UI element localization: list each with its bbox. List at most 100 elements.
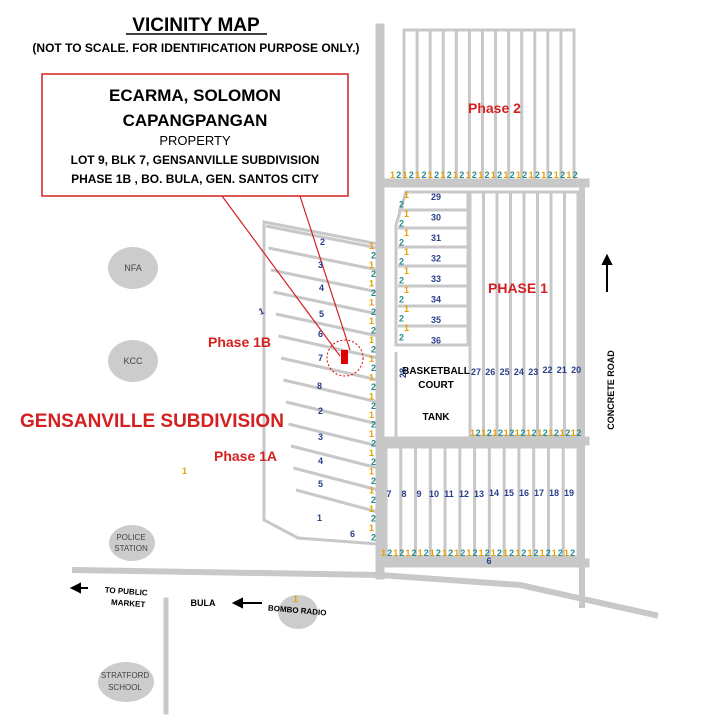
phase1-upper-lot-label: 29 (431, 192, 441, 202)
phase1b-marker: 1 (369, 485, 374, 495)
phase1b-outline (262, 220, 380, 546)
phase2-marker: 1 (440, 170, 445, 180)
phase1b-label: Phase 1B (208, 334, 271, 350)
phase1b-lot-line (288, 422, 379, 448)
phase1b-lot-label: 5 (318, 479, 323, 489)
phase2-marker: 1 (541, 170, 546, 180)
bottom-row-marker: 2 (558, 548, 563, 558)
phase1-mid-marker: 2 (498, 428, 503, 438)
phase1b-lot-line (275, 312, 379, 338)
police-label-2: STATION (114, 544, 148, 553)
phase1b-lot-line (290, 444, 379, 470)
bottom-row-marker: 2 (436, 548, 441, 558)
phase1b-lot-line (273, 290, 379, 316)
bottom-row-marker: 2 (509, 548, 514, 558)
phase2-marker: 2 (573, 170, 578, 180)
phase1-upper-lot-label: 36 (431, 336, 441, 346)
phase1-upper-marker: 1 (404, 304, 409, 314)
arrow-concrete-road-head (601, 253, 613, 265)
bottom-row-marker: 2 (424, 548, 429, 558)
to-public-market-label-1: TO PUBLIC (104, 586, 148, 598)
phase2-marker: 2 (409, 170, 414, 180)
phase2-marker: 2 (485, 170, 490, 180)
phase1b-marker: 1 (369, 297, 374, 307)
phase1-lower-lot-label: 14 (489, 488, 499, 498)
phase1-lower-lot-label: 11 (444, 489, 454, 499)
phase1b-marker: 1 (369, 260, 374, 270)
bottom-row-marker: 2 (412, 548, 417, 558)
phase1-lower-lot-label: 18 (549, 488, 559, 498)
phase2-marker: 2 (560, 170, 565, 180)
phase2-marker: 2 (396, 170, 401, 180)
owner-name-line1: ECARMA, SOLOMON (109, 86, 281, 105)
stray-marker-3: 1 (257, 306, 265, 317)
phase1b-lot-line (278, 334, 379, 360)
phase2-marker: 1 (554, 170, 559, 180)
stratford-label-1: STRATFORD (101, 671, 150, 680)
phase1-upper-lot-label: 32 (431, 254, 441, 264)
phase1b-lot-label: 3 (318, 260, 323, 270)
phase1-mid-marker: 1 (537, 428, 542, 438)
phase2-marker: 1 (415, 170, 420, 180)
phase1-right-lot-label: 27 (471, 367, 481, 377)
phase2-marker: 2 (497, 170, 502, 180)
bottom-row-marker: 2 (399, 548, 404, 558)
stratford-label-2: SCHOOL (108, 683, 142, 692)
bottom-row-marker: 1 (381, 548, 386, 558)
phase1b-lot-label: 5 (319, 309, 324, 319)
court-label: COURT (418, 380, 454, 391)
landmarks (98, 247, 318, 702)
phase1-lower-block (384, 445, 580, 559)
stray-marker-1: 1 (182, 466, 187, 476)
phase1-right-lot-label: 25 (500, 367, 510, 377)
phase1-lower-lot-label: 9 (416, 489, 421, 499)
callout-line-2 (299, 195, 351, 351)
bottom-row-marker: 1 (393, 548, 398, 558)
phase1-upper-marker: 2 (399, 219, 404, 229)
phase1b-marker: 1 (369, 241, 374, 251)
main-road-lower (71, 566, 659, 619)
phase1b-lot-label: 2 (320, 237, 325, 247)
phase1-right-outline (468, 190, 580, 438)
lot-28: 28 (398, 368, 408, 378)
phase2-marker: 2 (535, 170, 540, 180)
phase1b-marker: 1 (369, 373, 374, 383)
arrow-bula-head (231, 597, 243, 609)
nfa-label: NFA (124, 263, 142, 273)
phase1-upper-marker: 2 (399, 257, 404, 267)
nfa-marker (108, 247, 158, 289)
phase1b-marker: 2 (371, 288, 376, 298)
bottom-row-marker: 2 (570, 548, 575, 558)
phase2-marker: 2 (459, 170, 464, 180)
phase1b-lot-label: 3 (318, 432, 323, 442)
phase1-mid-marker: 2 (520, 428, 525, 438)
phase2-marker: 2 (434, 170, 439, 180)
phase1-lower-lot-lines (399, 447, 565, 557)
phase1-upper-marker: 2 (399, 295, 404, 305)
phase2-marker: 1 (516, 170, 521, 180)
phase1b-lot-line (293, 466, 379, 492)
phase1-mid-marker: 1 (470, 428, 475, 438)
phase1-lower-lot-label: 10 (429, 489, 439, 499)
bottom-row-marker: 2 (534, 548, 539, 558)
bottom-row-marker: 1 (540, 548, 545, 558)
phase1-upper-lot-label: 33 (431, 274, 441, 284)
phase2-marker: 2 (522, 170, 527, 180)
bottom-row-marker: 1 (552, 548, 557, 558)
bula-label: BULA (191, 598, 216, 608)
bottom-row-marker: 1 (442, 548, 447, 558)
phase1-right-lot-label: 21 (557, 365, 567, 375)
phase2-marker: 1 (529, 170, 534, 180)
bottom-row-marker: 1 (491, 548, 496, 558)
phase2-marker: 1 (478, 170, 483, 180)
phase1b-marker: 2 (371, 344, 376, 354)
phase2-marker: 2 (422, 170, 427, 180)
phase1-lower-lot-label: 12 (459, 489, 469, 499)
phase1-upper-marker: 2 (399, 200, 404, 210)
phase1b-marker: 2 (371, 495, 376, 505)
phase1b-lot-line (268, 246, 379, 272)
stray-marker-2: 1 (293, 594, 298, 604)
phase1-right-lot-lines (482, 192, 566, 436)
